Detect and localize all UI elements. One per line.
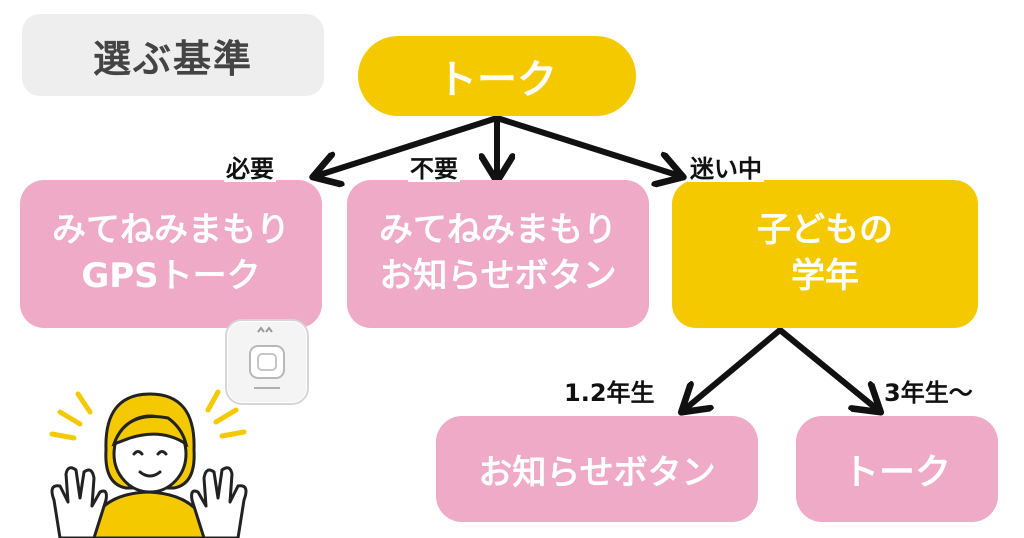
arrow-to-undecided (494, 115, 680, 176)
root-node-label: トーク (437, 57, 557, 103)
edge-label-not-needed: 不要 (408, 155, 460, 183)
node-notify-button: お知らせボタン (436, 416, 758, 522)
edge-label-undecided: 迷い中 (688, 155, 764, 183)
edge-label-grade-1-2: 1.2年生 (562, 379, 657, 407)
title-text: 選ぶ基準 (92, 36, 253, 81)
node-label-line2: 学年 (791, 256, 859, 296)
arrow-to-needed (316, 115, 500, 176)
node-label-line1: みてねみまもり (379, 210, 617, 251)
node-label-line2: GPSトーク (81, 256, 261, 296)
title-box: 選ぶ基準 (22, 14, 324, 96)
arrow-to-grade-1-2 (684, 327, 783, 410)
node-child-grade: 子どもの 学年 (672, 180, 978, 328)
node-label-line1: 子どもの (757, 210, 893, 251)
node-talk: トーク (796, 416, 998, 522)
node-label-line1: みてねみまもり (52, 210, 290, 251)
node-mitene-gps-talk: みてねみまもり GPSトーク (20, 180, 322, 328)
waving-person-illustration (49, 389, 248, 538)
node-label: トーク (842, 452, 951, 493)
arrow-to-grade-3-up (777, 327, 878, 410)
gps-device-icon (225, 319, 309, 405)
root-node-talk: トーク (358, 36, 636, 116)
node-label: お知らせボタン (478, 452, 716, 493)
node-mitene-notify-button: みてねみまもり お知らせボタン (347, 180, 649, 328)
edge-label-needed: 必要 (224, 155, 276, 183)
edge-label-grade-3-up: 3年生～ (882, 379, 975, 407)
node-label-line2: お知らせボタン (379, 256, 617, 296)
